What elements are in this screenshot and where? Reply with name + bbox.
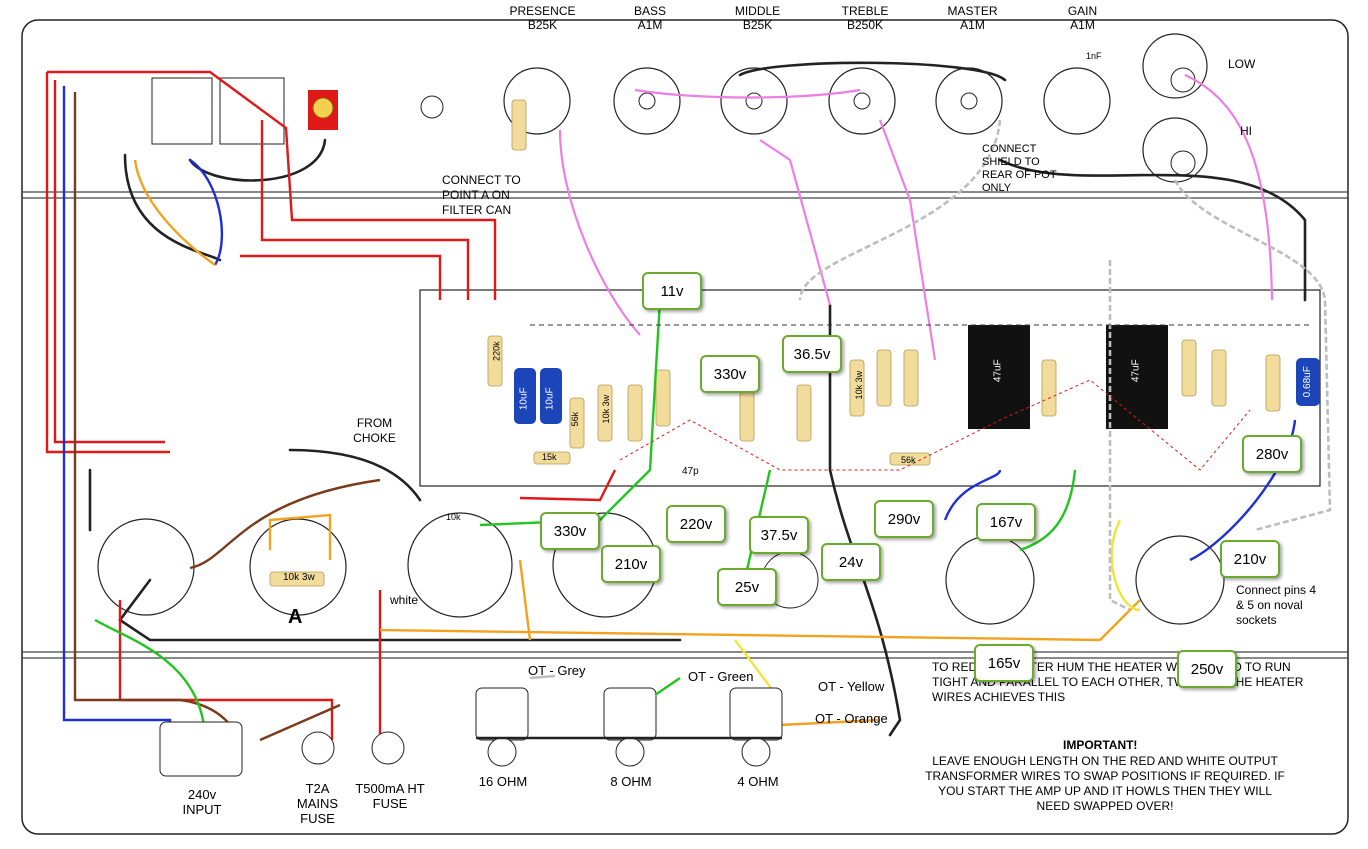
pot-treble <box>828 67 896 135</box>
filter-can-a <box>249 518 347 616</box>
cap-label: 10uF <box>544 387 556 411</box>
iec-input <box>159 721 243 777</box>
voltage-callout: 220v <box>666 505 726 543</box>
jack-label-8: 8 OHM <box>610 774 652 789</box>
pot-gain <box>1043 67 1111 135</box>
input-low-label: LOW <box>1228 57 1256 71</box>
cap-47uf <box>1106 325 1168 429</box>
jack-label-4: 4 OHM <box>737 774 779 789</box>
jack-label-16: 16 OHM <box>478 774 528 789</box>
resistor-label: 10k 3w <box>601 394 612 424</box>
resistor-label: 56k <box>901 455 916 465</box>
filter-can <box>97 518 195 616</box>
voltage-callout: 210v <box>1220 540 1280 578</box>
speaker-jack-8 <box>603 687 657 767</box>
resistor-label: 56k <box>570 411 581 427</box>
ot-green-label: OT - Green <box>688 669 754 684</box>
voltage-callout: 36.5v <box>782 335 842 373</box>
ht-fuse-label: T500mA HT FUSE <box>355 781 425 811</box>
resistor-label: 10k <box>446 512 461 522</box>
cap-label: 47uF <box>992 359 1004 383</box>
resistor-label: 220k <box>491 341 502 361</box>
voltage-callout: 210v <box>601 545 661 583</box>
voltage-callout: 25v <box>717 568 777 606</box>
speaker-jack-16 <box>475 687 529 767</box>
input-label: 240v INPUT <box>182 787 222 817</box>
voltage-callout: 11v <box>642 272 702 310</box>
voltage-callout: 24v <box>821 543 881 581</box>
resistor-label: 15k <box>542 452 557 462</box>
voltage-callout: 280v <box>1242 435 1302 473</box>
voltage-callout: 37.5v <box>749 516 809 554</box>
voltage-callout: 290v <box>874 500 934 538</box>
resistor-label: 10k 3w <box>854 370 865 400</box>
important-body: LEAVE ENOUGH LENGTH ON THE RED AND WHITE… <box>925 754 1285 813</box>
voltage-callout: 330v <box>700 355 760 393</box>
pot-bass <box>613 67 681 135</box>
valve-socket <box>407 512 513 618</box>
ht-fuse-holder <box>371 731 405 765</box>
noval-note: Connect pins 4 & 5 on noval sockets <box>1236 583 1317 627</box>
cap-10uf <box>514 368 536 424</box>
from-choke-note: FROM CHOKE <box>353 416 396 445</box>
input-jack-low <box>1142 33 1208 99</box>
cap-0.68uf <box>1296 358 1320 406</box>
input-hi-label: HI <box>1240 124 1252 138</box>
pot-middle <box>720 67 788 135</box>
important-title: IMPORTANT! <box>1063 738 1138 752</box>
voltage-callout: 165v <box>974 644 1034 682</box>
pot-master <box>935 67 1003 135</box>
cap-label: 0.68uF <box>1301 366 1313 398</box>
voltage-callout: 167v <box>976 503 1036 541</box>
ot-grey-label: OT - Grey <box>528 663 586 678</box>
cap-10uf <box>540 368 562 424</box>
input-jack-hi <box>1142 117 1208 183</box>
mains-fuse-holder <box>301 731 335 765</box>
ot-yellow-label: OT - Yellow <box>818 679 885 694</box>
resistor-label: 10k 3w <box>283 572 315 583</box>
cap-label: 1nF <box>1086 51 1102 61</box>
cap-label: 10uF <box>518 387 530 411</box>
mains-fuse-label: T2A MAINS FUSE <box>296 781 339 826</box>
voltage-callout: 250v <box>1177 650 1237 688</box>
valve-socket <box>1135 535 1225 625</box>
cap-47uf <box>968 325 1030 429</box>
cap-label: 47uF <box>1130 359 1142 383</box>
voltage-callout: 330v <box>540 512 600 550</box>
speaker-jack-4 <box>729 687 783 767</box>
white-wire-label: white <box>390 593 419 607</box>
point-a-note: CONNECT TO POINT A ON FILTER CAN <box>442 173 521 217</box>
ot-orange-label: OT - Orange <box>815 711 888 726</box>
cap-label: 47p <box>682 466 699 477</box>
shield-note: CONNECT SHIELD TO REAR OF POT ONLY <box>982 143 1057 194</box>
filter-can-a-label: A <box>288 606 303 628</box>
